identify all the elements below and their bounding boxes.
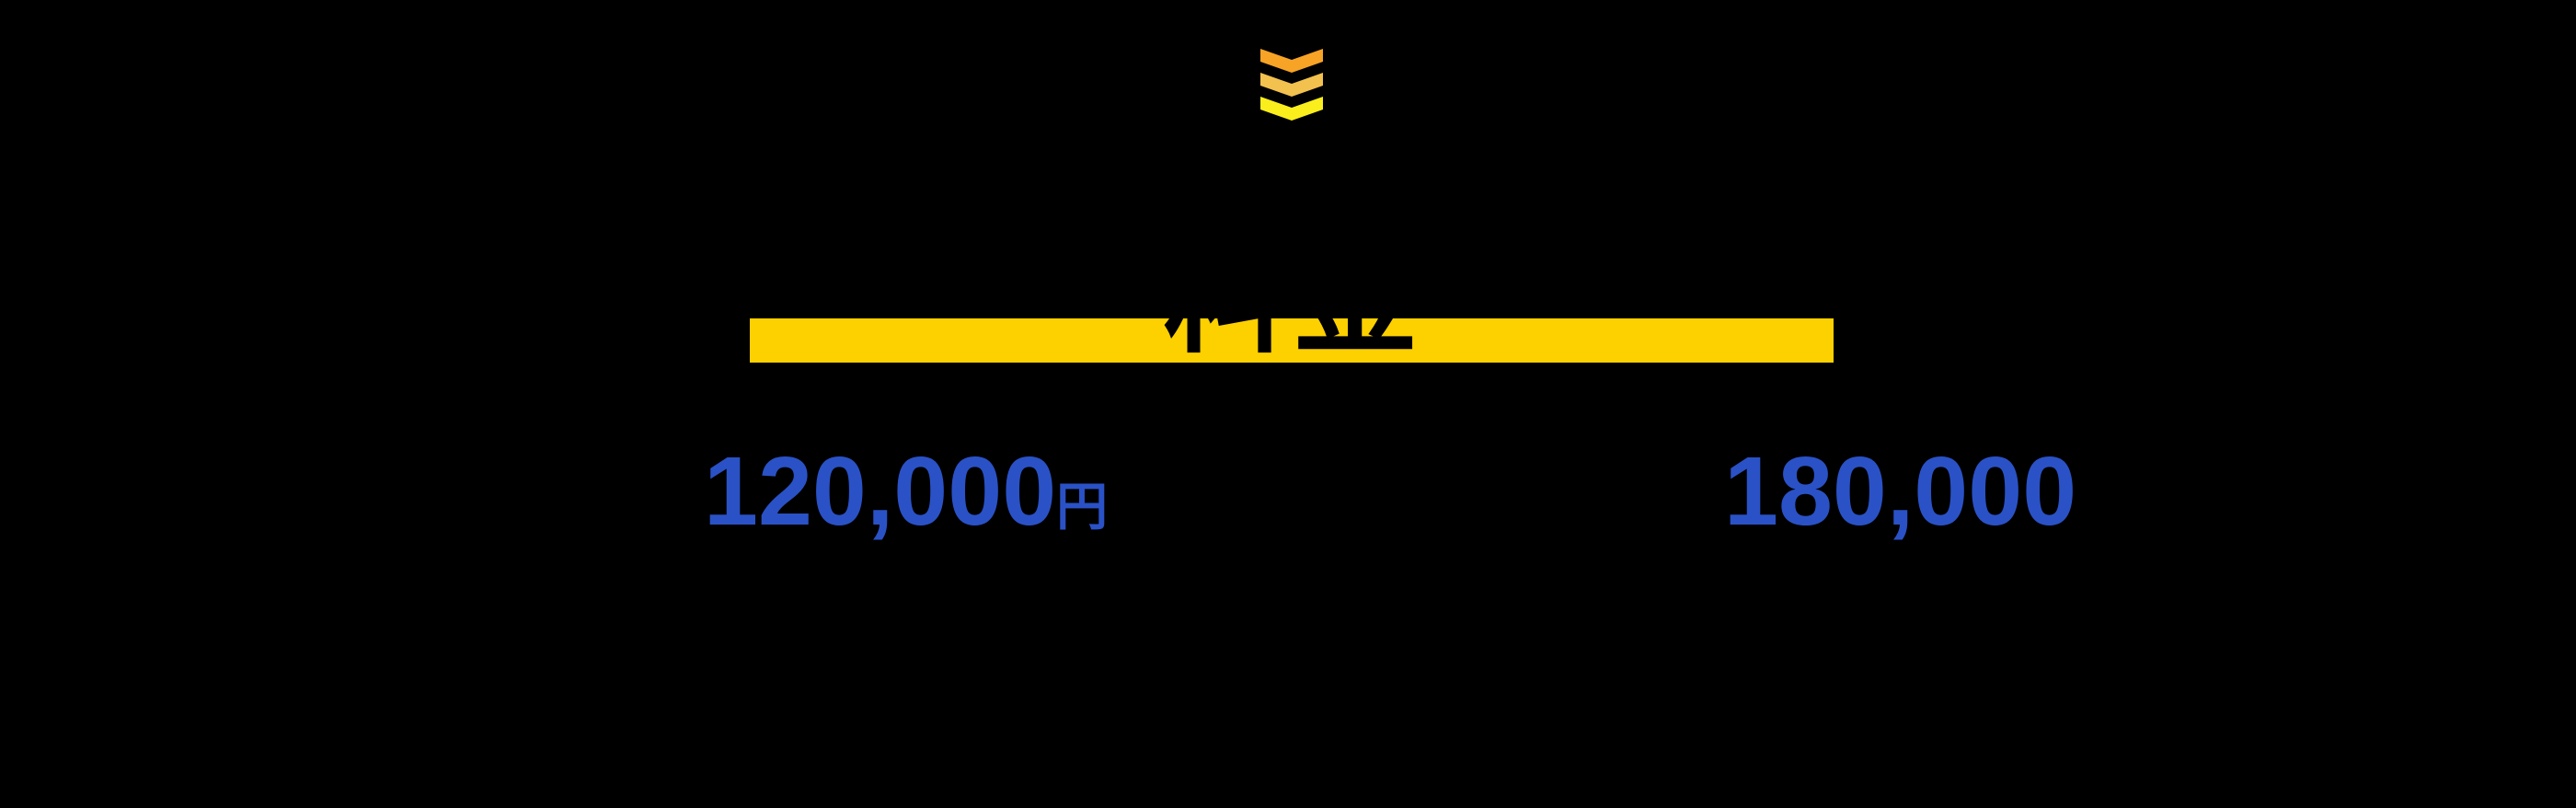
price-low: 120,000円 bbox=[704, 443, 1108, 540]
chevron-band-top bbox=[1260, 49, 1323, 73]
price-low-unit: 円 bbox=[1056, 478, 1109, 536]
chevron-down-icon bbox=[1260, 49, 1323, 121]
chevron-band-middle bbox=[1260, 73, 1323, 97]
price-low-amount: 120,000 bbox=[704, 437, 1057, 546]
price-high: 180,000 bbox=[1724, 443, 2076, 540]
price-title-highlight-bar bbox=[750, 318, 1834, 363]
chevron-band-bottom bbox=[1260, 97, 1323, 121]
price-high-amount: 180,000 bbox=[1724, 437, 2077, 546]
price-section-title: 料金 bbox=[1162, 226, 1420, 368]
